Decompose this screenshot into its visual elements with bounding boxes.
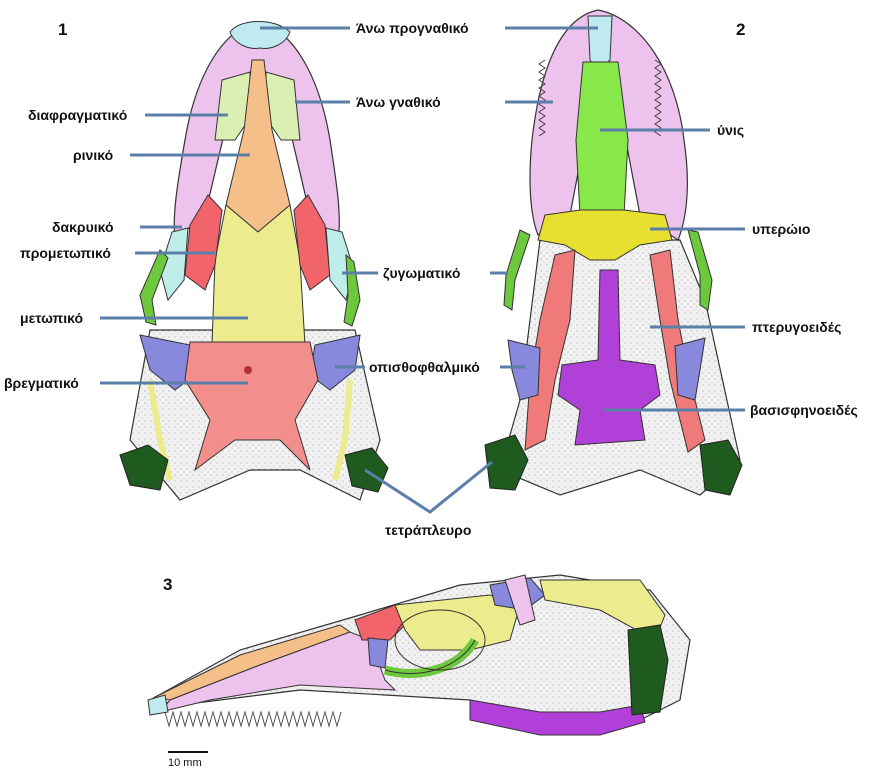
v3-quadrate bbox=[627, 624, 669, 716]
v1-parietal bbox=[184, 341, 319, 472]
label-vomer: ύνις bbox=[717, 122, 745, 138]
label-palatine: υπερώιο bbox=[752, 221, 811, 237]
v1-jugal-left bbox=[139, 249, 169, 326]
v2-basisphenoid bbox=[557, 269, 661, 446]
label-septomaxilla: διαφραγματικό bbox=[28, 107, 128, 123]
label-parietal: βρεγματικό bbox=[4, 375, 79, 391]
scale-bar-line bbox=[168, 751, 208, 753]
label-maxilla: Άνω γναθικό bbox=[356, 94, 441, 110]
v2-quadrate-left bbox=[484, 434, 529, 491]
view-number-3: 3 bbox=[163, 575, 173, 594]
view-2-ventral bbox=[484, 9, 743, 496]
v3-teeth bbox=[164, 710, 342, 728]
v1-septomaxilla-left bbox=[214, 71, 251, 141]
v2-pterygoid-left bbox=[524, 249, 576, 451]
v1-prefrontal-right bbox=[293, 194, 331, 291]
v2-postorbital-right bbox=[674, 337, 706, 401]
v3-pterygoid-bar bbox=[469, 699, 646, 736]
v1-prefrontal-left bbox=[184, 194, 223, 291]
leader-quadrate bbox=[364, 460, 493, 514]
label-frontal: μετωπικό bbox=[20, 310, 84, 326]
v3-lacrimal-blue bbox=[367, 637, 389, 669]
label-prefrontal: προμετωπικό bbox=[20, 245, 111, 261]
label-jugal: ζυγωματικό bbox=[383, 265, 461, 281]
label-lacrimal: δακρυικό bbox=[52, 219, 114, 235]
v3-pink-rear bbox=[504, 574, 536, 626]
v3-premaxilla bbox=[147, 694, 169, 716]
v3-prefrontal bbox=[354, 604, 411, 641]
label-nasal: ρινικό bbox=[73, 147, 114, 163]
view-number-2: 2 bbox=[736, 20, 746, 39]
v1-septomaxilla-right bbox=[265, 71, 301, 141]
v1-quadrate-left bbox=[119, 444, 169, 491]
v3-orbit bbox=[394, 609, 486, 671]
v2-jugal-right bbox=[687, 229, 713, 311]
v1-postorbital-right bbox=[309, 334, 361, 391]
label-basisphenoid: βασισφηνοειδές bbox=[750, 402, 858, 418]
view-3-lateral bbox=[147, 574, 691, 736]
v2-vomer bbox=[575, 61, 629, 216]
v2-teeth bbox=[538, 59, 662, 137]
v3-maxilla bbox=[158, 631, 397, 713]
v1-frontal bbox=[211, 204, 306, 346]
v2-jugal-left bbox=[503, 229, 531, 311]
label-premaxilla: Άνω προγναθικό bbox=[356, 20, 469, 36]
label-quadrate: τετράπλευρο bbox=[385, 522, 472, 538]
label-postorbital: οπισθοφθαλμικό bbox=[369, 359, 480, 375]
v2-postorbital-left bbox=[507, 339, 541, 401]
view-number-1: 1 bbox=[58, 20, 68, 39]
v3-jugal-outline bbox=[384, 639, 476, 674]
v1-parietal-foramen bbox=[244, 366, 252, 374]
v1-arc-right bbox=[332, 379, 353, 481]
leader-lines bbox=[100, 26, 745, 514]
v2-palatine bbox=[537, 209, 673, 261]
label-pterygoid: πτερυγοειδές bbox=[752, 319, 842, 335]
scale-bar-label: 10 mm bbox=[168, 757, 202, 769]
v2-quadrate-right bbox=[699, 439, 743, 496]
view-1-dorsal bbox=[119, 21, 389, 501]
